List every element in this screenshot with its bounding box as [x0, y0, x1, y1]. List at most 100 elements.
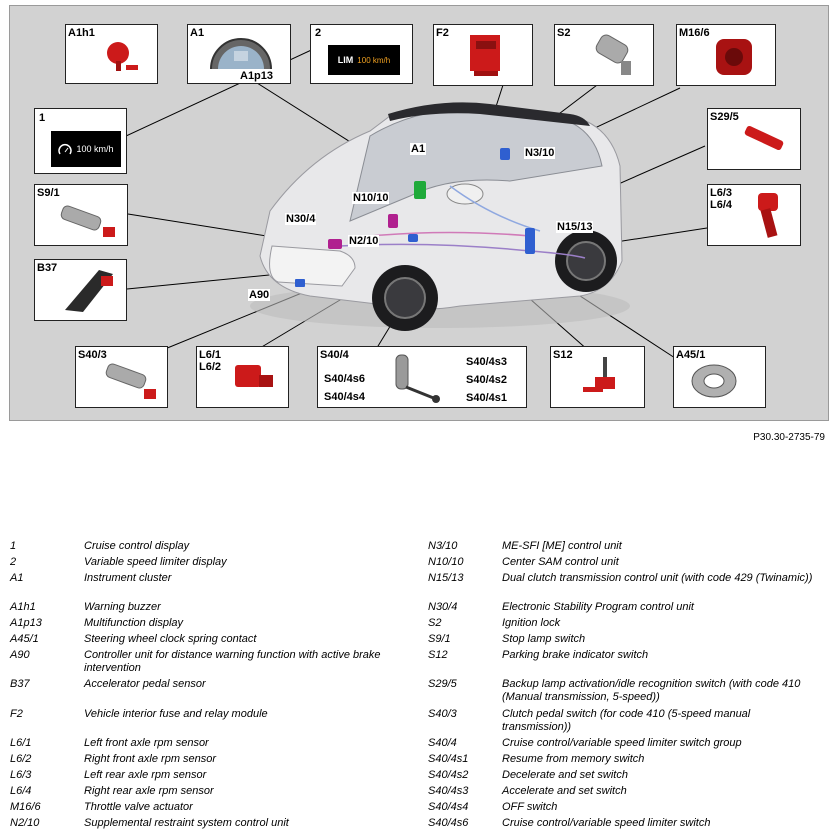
throttle-valve-icon [716, 39, 752, 75]
cruise-display: 100 km/h [51, 131, 121, 167]
label-s2: S2 [557, 27, 571, 39]
legend-description: Vehicle interior fuse and relay module [84, 708, 268, 720]
legend-description: Center SAM control unit [502, 556, 619, 568]
component-location-diagram: A1h1 A1 A1p13 2 LIM 100 km/h F2 S2 M1 [9, 5, 829, 421]
legend-code: N15/13 [428, 572, 464, 584]
legend-code: S40/3 [428, 708, 457, 720]
box-s40-4: S40/4 S40/4s6 S40/4s4 S40/4s3 S40/4s2 S4… [317, 346, 527, 408]
legend-code: L6/2 [10, 753, 32, 765]
a90-component [295, 279, 305, 287]
legend-description: Multifunction display [84, 617, 184, 629]
n30-4-component [328, 239, 342, 249]
backup-lamp-switch-icon [744, 126, 784, 150]
label-l6-1: L6/1 [199, 349, 222, 361]
box-a1: A1 A1p13 [187, 24, 291, 84]
label-1: 1 [39, 112, 46, 124]
label-a1h1: A1h1 [68, 27, 95, 39]
label-s40-4s2: S40/4s2 [466, 374, 507, 386]
legend-code: S29/5 [428, 678, 457, 690]
legend-description: Accelerate and set switch [502, 785, 627, 797]
label-a1-box: A1 [190, 27, 205, 39]
legend-code: S40/4 [428, 737, 457, 749]
legend-code: N2/10 [10, 817, 40, 829]
label-s40-4s4: S40/4s4 [324, 391, 365, 403]
box-s9-1: S9/1 [34, 184, 128, 246]
rear-axle-rpm-sensor-icon [758, 193, 778, 238]
legend-code: F2 [10, 708, 23, 720]
label-s12: S12 [553, 349, 573, 361]
legend-code: A90 [10, 649, 30, 661]
cruise-value: 100 km/h [76, 144, 114, 154]
legend-description: Resume from memory switch [502, 753, 645, 765]
label-l6-4: L6/4 [710, 199, 733, 211]
box-s29-5: S29/5 [707, 108, 801, 170]
legend-description: Right front axle rpm sensor [84, 753, 217, 765]
box-2: 2 LIM 100 km/h [310, 24, 413, 84]
label-b37: B37 [37, 262, 58, 274]
a1-green-component [414, 181, 426, 199]
legend-description: Cruise control/variable speed limiter sw… [502, 817, 711, 829]
box-l6-3: L6/3 L6/4 [707, 184, 801, 246]
legend-description: Parking brake indicator switch [502, 649, 649, 661]
box-s2: S2 [554, 24, 654, 86]
legend-description: Electronic Stability Program control uni… [502, 601, 694, 613]
clock-spring-icon [691, 364, 737, 398]
legend-description: Cruise control display [84, 540, 190, 552]
legend-description: Accelerator pedal sensor [84, 678, 206, 690]
parking-brake-switch-icon [583, 357, 615, 392]
legend-code: 1 [10, 540, 17, 552]
legend-description: Warning buzzer [84, 601, 161, 613]
limiter-value: 100 km/h [357, 55, 391, 65]
legend-description: Steering wheel clock spring contact [84, 633, 257, 645]
box-l6-1: L6/1 L6/2 [196, 346, 289, 408]
front-axle-rpm-sensor-icon [235, 365, 273, 387]
label-s29-5: S29/5 [710, 111, 739, 123]
n15-13-component [525, 228, 535, 254]
legend-code: S40/4s2 [428, 769, 469, 781]
callout-n3-10: N3/10 [524, 147, 556, 159]
legend-code: B37 [10, 678, 30, 690]
instrument-cluster-icon [210, 38, 272, 70]
legend-code: S9/1 [428, 633, 451, 645]
legend-description: Right rear axle rpm sensor [84, 785, 214, 797]
box-a45-1: A45/1 [673, 346, 766, 408]
legend-code: S40/4s3 [428, 785, 469, 797]
box-1: 1 100 km/h [34, 108, 127, 174]
speedometer-icon [58, 144, 73, 155]
label-s40-3: S40/3 [78, 349, 107, 361]
legend-description: ME-SFI [ME] control unit [502, 540, 622, 552]
label-s40-4: S40/4 [320, 349, 349, 361]
label-f2: F2 [436, 27, 449, 39]
callout-a90: A90 [248, 289, 271, 301]
legend-code: 2 [10, 556, 17, 568]
callout-n10-10: N10/10 [352, 192, 390, 204]
n3-10-component [500, 148, 510, 160]
legend-description: Controller unit for distance warning fun… [84, 649, 381, 674]
callout-n15-13: N15/13 [556, 221, 594, 233]
legend-code: S40/4s4 [428, 801, 469, 813]
callout-a1-car: A1 [410, 143, 427, 155]
legend-description: Instrument cluster [84, 572, 172, 584]
fuse-relay-module-icon [470, 35, 500, 76]
limiter-display: LIM 100 km/h [328, 45, 400, 75]
legend-code: N30/4 [428, 601, 458, 613]
accelerator-pedal-icon [65, 270, 113, 312]
label-s40-4s1: S40/4s1 [466, 392, 507, 404]
label-a45-1: A45/1 [676, 349, 706, 361]
callout-n2-10: N2/10 [348, 235, 380, 247]
legend-code: S12 [428, 649, 448, 661]
legend-description: Supplemental restraint system control un… [84, 817, 289, 829]
box-f2: F2 [433, 24, 533, 86]
callout-n30-4: N30/4 [285, 213, 317, 225]
limiter-prefix: LIM [337, 55, 354, 65]
legend-code: S40/4s1 [428, 753, 469, 765]
label-a1p13: A1p13 [240, 70, 274, 82]
box-s40-3: S40/3 [75, 346, 168, 408]
legend-code: N3/10 [428, 540, 458, 552]
legend-code: A1p13 [10, 617, 42, 629]
label-2: 2 [315, 27, 322, 39]
legend-description: Cruise control/variable speed limiter sw… [502, 737, 742, 749]
label-l6-3: L6/3 [710, 187, 733, 199]
legend-code: A45/1 [10, 633, 39, 645]
legend-description: Decelerate and set switch [502, 769, 628, 781]
